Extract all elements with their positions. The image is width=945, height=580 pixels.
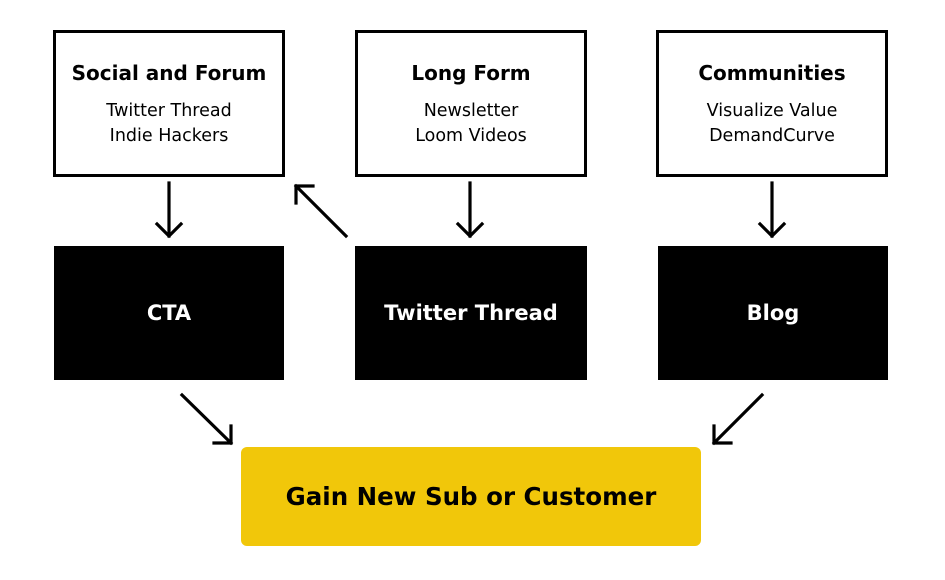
long-form-item-loom-videos: Loom Videos xyxy=(415,126,527,146)
arrow-social-to-cta xyxy=(154,181,184,239)
blog-label: Blog xyxy=(746,301,800,325)
social-and-forum-box: Social and Forum Twitter Thread Indie Ha… xyxy=(53,30,285,177)
communities-item-demandcurve: DemandCurve xyxy=(709,126,835,146)
twitter-thread-box: Twitter Thread xyxy=(355,246,587,380)
blog-box: Blog xyxy=(658,246,888,380)
long-form-box: Long Form Newsletter Loom Videos xyxy=(355,30,587,177)
goal-box: Gain New Sub or Customer xyxy=(241,447,701,546)
social-item-indie-hackers: Indie Hackers xyxy=(109,126,229,146)
arrow-twitter-thread-to-social xyxy=(293,183,349,239)
social-item-twitter-thread: Twitter Thread xyxy=(106,101,232,121)
arrow-cta-to-goal xyxy=(179,392,234,446)
arrow-communities-to-blog xyxy=(757,181,787,239)
communities-box: Communities Visualize Value DemandCurve xyxy=(656,30,888,177)
communities-title: Communities xyxy=(698,61,846,85)
cta-label: CTA xyxy=(146,301,192,325)
long-form-item-newsletter: Newsletter xyxy=(423,101,519,121)
social-and-forum-title: Social and Forum xyxy=(71,61,267,85)
communities-item-visualize-value: Visualize Value xyxy=(706,101,838,121)
long-form-title: Long Form xyxy=(411,61,531,85)
arrow-blog-to-goal xyxy=(711,392,765,446)
goal-label: Gain New Sub or Customer xyxy=(285,482,657,511)
arrow-long-form-to-twitter-thread xyxy=(455,181,485,239)
twitter-thread-label: Twitter Thread xyxy=(384,301,558,325)
cta-box: CTA xyxy=(54,246,284,380)
